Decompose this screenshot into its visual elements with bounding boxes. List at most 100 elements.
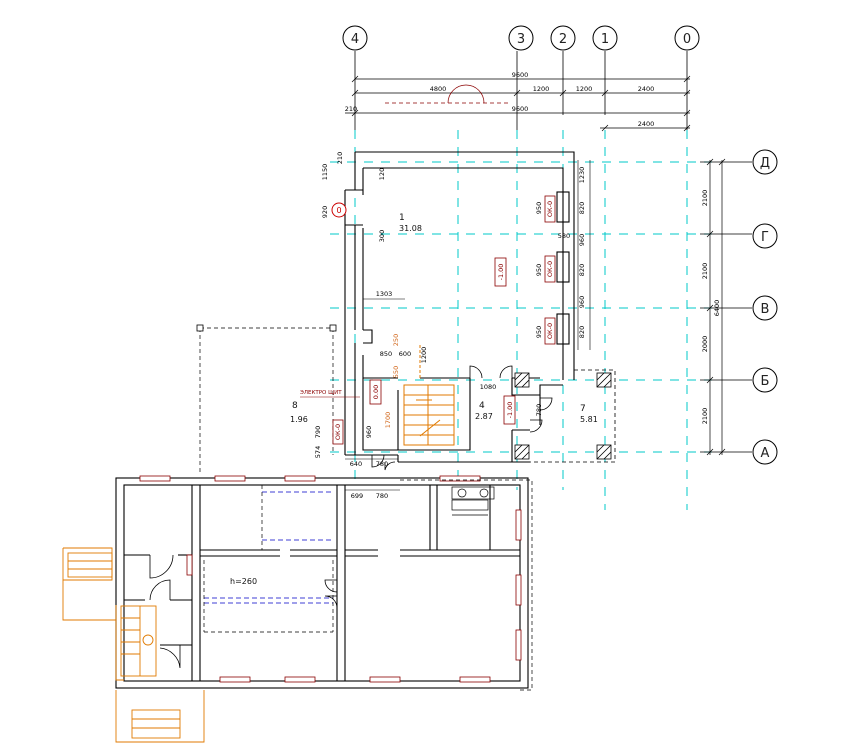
svg-text:950: 950 bbox=[535, 202, 543, 214]
axis-bubble-G: Г bbox=[752, 223, 778, 249]
level-marks: -1.00 -1.00 0.00 bbox=[369, 257, 516, 425]
svg-text:2400: 2400 bbox=[638, 120, 655, 128]
svg-text:950: 950 bbox=[535, 264, 543, 276]
svg-text:780: 780 bbox=[535, 404, 543, 416]
svg-text:210: 210 bbox=[336, 152, 344, 164]
svg-text:210: 210 bbox=[345, 105, 357, 113]
room-7-number: 7 bbox=[580, 404, 586, 414]
svg-text:0: 0 bbox=[683, 32, 691, 47]
room-8-number: 8 bbox=[292, 401, 298, 411]
svg-text:300: 300 bbox=[378, 230, 386, 242]
top-dimension-labels: 9600 4800 1200 1200 2400 210 9600 2400 bbox=[345, 71, 654, 128]
svg-text:960: 960 bbox=[365, 426, 373, 438]
svg-text:550: 550 bbox=[392, 366, 400, 378]
window-tag-1 bbox=[544, 195, 556, 223]
columns bbox=[514, 372, 612, 460]
svg-text:0: 0 bbox=[336, 206, 341, 215]
staircase-upper bbox=[403, 345, 455, 446]
kitchen-fixtures bbox=[451, 486, 495, 516]
svg-text:250: 250 bbox=[392, 334, 400, 346]
room-labels: 1 31.08 4 2.87 7 5.81 8 1.96 h=260 ЭЛЕКТ… bbox=[230, 213, 598, 586]
room-4-area: 2.87 bbox=[475, 412, 493, 421]
height-note: h=260 bbox=[230, 577, 257, 586]
room-8-area: 1.96 bbox=[290, 415, 308, 424]
axis-bubble-1: 1 bbox=[592, 25, 618, 51]
window-tag-2 bbox=[544, 255, 556, 283]
window-tag-4 bbox=[332, 419, 344, 445]
svg-text:ОК-0: ОК-0 bbox=[334, 424, 342, 440]
axis-bubble-V: В bbox=[752, 295, 778, 321]
svg-text:А: А bbox=[761, 446, 770, 461]
room-7-area: 5.81 bbox=[580, 415, 598, 424]
window-tags: ОК-0 ОК-0 ОК-0 ОК-0 bbox=[332, 195, 556, 445]
svg-text:640: 640 bbox=[350, 460, 362, 468]
svg-text:1: 1 bbox=[601, 32, 609, 47]
svg-text:ОК-0: ОК-0 bbox=[546, 323, 554, 339]
svg-text:2100: 2100 bbox=[701, 263, 709, 280]
svg-text:580: 580 bbox=[558, 232, 570, 240]
room-4-number: 4 bbox=[479, 401, 485, 411]
svg-text:820: 820 bbox=[578, 202, 586, 214]
svg-text:950: 950 bbox=[535, 326, 543, 338]
window-tag-3 bbox=[544, 317, 556, 345]
svg-text:4: 4 bbox=[351, 32, 359, 47]
window-dimensions: 950 820 950 820 950 820 960 960 1230 580 bbox=[535, 160, 591, 350]
axis-bubble-A: А bbox=[752, 439, 778, 465]
top-dimensions bbox=[345, 75, 691, 132]
svg-text:820: 820 bbox=[578, 264, 586, 276]
svg-text:780: 780 bbox=[376, 460, 388, 468]
svg-text:2000: 2000 bbox=[701, 336, 709, 353]
svg-text:Г: Г bbox=[761, 230, 769, 245]
svg-text:2: 2 bbox=[559, 32, 567, 47]
svg-text:-1.00: -1.00 bbox=[497, 264, 505, 281]
axis-bubble-3: 3 bbox=[508, 25, 534, 51]
svg-text:Б: Б bbox=[761, 374, 770, 389]
svg-text:9600: 9600 bbox=[512, 71, 529, 79]
svg-text:1200: 1200 bbox=[533, 85, 550, 93]
svg-text:699: 699 bbox=[351, 492, 363, 500]
ceiling-outlines bbox=[204, 491, 333, 604]
room-1-number: 1 bbox=[399, 213, 405, 223]
svg-text:ОК-0: ОК-0 bbox=[546, 261, 554, 277]
section-marker: 0 bbox=[331, 202, 347, 218]
svg-text:820: 820 bbox=[578, 326, 586, 338]
svg-text:600: 600 bbox=[399, 350, 411, 358]
svg-text:1200: 1200 bbox=[576, 85, 593, 93]
axis-bubble-0: 0 bbox=[674, 25, 700, 51]
svg-text:2100: 2100 bbox=[701, 408, 709, 425]
doors-lower bbox=[149, 554, 338, 669]
exterior-steps bbox=[62, 547, 205, 743]
svg-text:-1.00: -1.00 bbox=[506, 402, 514, 419]
svg-text:1200: 1200 bbox=[420, 347, 428, 364]
svg-text:850: 850 bbox=[380, 350, 392, 358]
axis-bubble-4: 4 bbox=[342, 25, 368, 51]
doors-upper bbox=[371, 365, 553, 471]
lower-windows bbox=[139, 475, 522, 683]
svg-text:120: 120 bbox=[378, 168, 386, 180]
svg-text:960: 960 bbox=[578, 296, 586, 308]
svg-text:В: В bbox=[761, 302, 770, 317]
svg-text:0.00: 0.00 bbox=[372, 385, 380, 399]
svg-text:3: 3 bbox=[517, 32, 525, 47]
svg-text:1080: 1080 bbox=[480, 383, 497, 391]
svg-text:1230: 1230 bbox=[578, 167, 586, 184]
svg-text:4800: 4800 bbox=[430, 85, 447, 93]
annex-corners bbox=[196, 324, 337, 332]
svg-text:780: 780 bbox=[376, 492, 388, 500]
axis-bubble-B: Б bbox=[752, 367, 778, 393]
svg-text:1303: 1303 bbox=[376, 290, 393, 298]
axis-bubble-D: Д bbox=[752, 149, 778, 175]
lower-building-walls bbox=[115, 477, 529, 689]
misc-dimensions: 210 1150 120 920 300 1303 850 600 1200 1… bbox=[314, 152, 543, 500]
axis-bubble-2: 2 bbox=[550, 25, 576, 51]
main-building-walls bbox=[344, 151, 616, 463]
right-axis-markers: Д Г В Б А 2100 2100 2000 2100 6400 bbox=[700, 149, 778, 465]
svg-text:6400: 6400 bbox=[713, 300, 721, 317]
svg-text:ОК-0: ОК-0 bbox=[546, 201, 554, 217]
svg-text:1150: 1150 bbox=[321, 164, 329, 181]
svg-text:790: 790 bbox=[314, 426, 322, 438]
svg-text:2400: 2400 bbox=[638, 85, 655, 93]
svg-text:960: 960 bbox=[578, 234, 586, 246]
svg-text:9600: 9600 bbox=[512, 105, 529, 113]
